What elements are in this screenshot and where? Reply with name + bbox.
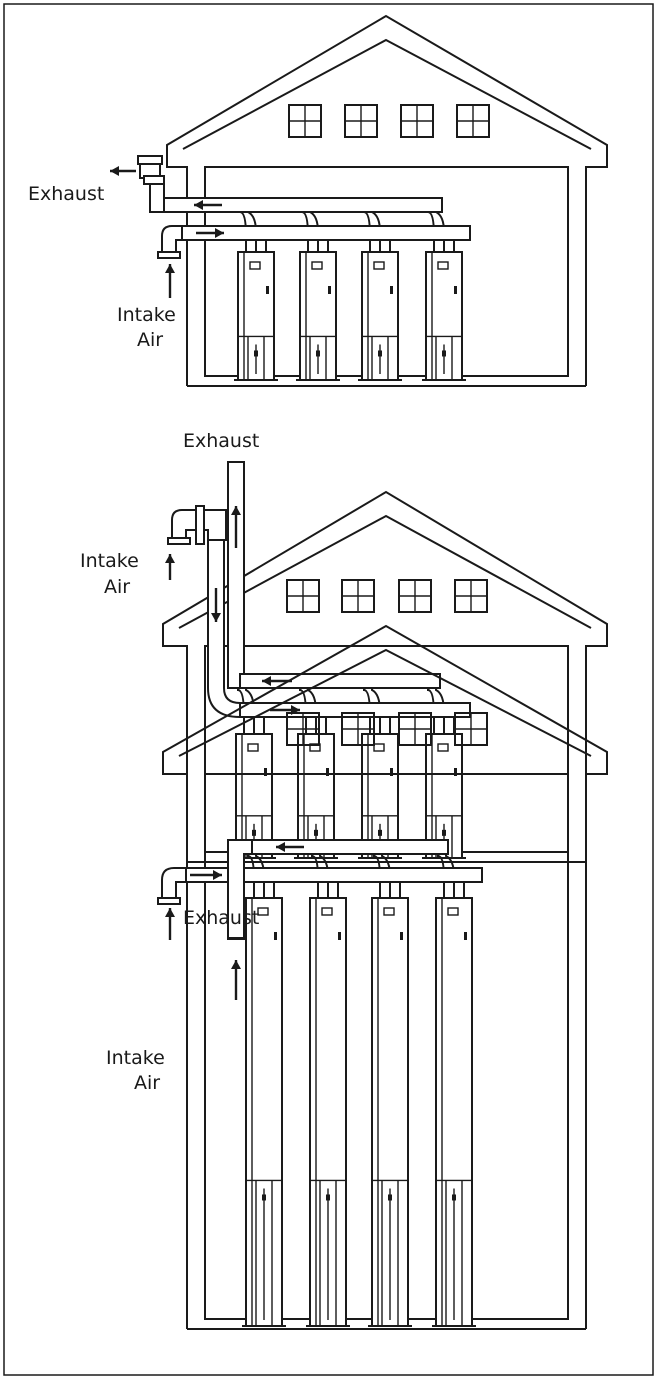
water-heater	[432, 897, 476, 1327]
flow-arrow-intake	[196, 228, 224, 238]
window	[456, 104, 490, 138]
intake-pipe	[167, 505, 241, 719]
panel-2	[162, 461, 608, 863]
exhaust-stack-pipe	[227, 839, 253, 939]
exhaust-arrow	[110, 166, 136, 176]
intake-termination	[157, 867, 187, 905]
exhaust-label-3: Exhaust	[183, 907, 260, 929]
intake-termination	[157, 225, 183, 259]
intake-label-1-line2: Air	[137, 329, 164, 351]
window	[286, 579, 320, 613]
window	[398, 579, 432, 613]
water-heater	[234, 251, 278, 381]
windows	[286, 712, 488, 746]
water-heater	[242, 897, 286, 1327]
exhaust-termination	[137, 155, 165, 213]
water-heater	[294, 733, 338, 859]
intake-label-2-line2: Air	[104, 576, 131, 598]
manifolds	[185, 839, 483, 883]
exhaust-arrow	[231, 960, 241, 1000]
window	[398, 712, 432, 746]
window	[454, 712, 488, 746]
flow-arrow-exhaust	[194, 200, 222, 210]
window	[454, 579, 488, 613]
panel-3	[157, 624, 608, 1330]
intake-arrow	[165, 264, 175, 298]
intake-label-3-line1: Intake	[106, 1047, 165, 1069]
water-heater	[296, 251, 340, 381]
intake-arrow	[165, 908, 175, 940]
window	[288, 104, 322, 138]
intake-arrow	[165, 554, 175, 580]
exhaust-label-2: Exhaust	[183, 430, 260, 452]
flow-arrow-intake	[190, 870, 222, 880]
water-heater	[422, 733, 466, 859]
intake-label-3-line2: Air	[134, 1072, 161, 1094]
exhaust-arrow	[231, 506, 241, 548]
flow-arrow-exhaust	[276, 842, 304, 852]
exhaust-stack	[227, 461, 245, 689]
water-heater	[358, 251, 402, 381]
intake-down-arrow	[211, 588, 221, 622]
window	[344, 104, 378, 138]
exhaust-label-1: Exhaust	[28, 183, 105, 205]
intake-label-2-line1: Intake	[80, 550, 139, 572]
manifolds	[161, 197, 471, 241]
water-heater	[306, 897, 350, 1327]
water-heater	[422, 251, 466, 381]
window	[341, 712, 375, 746]
window	[400, 104, 434, 138]
intake-label-1-line1: Intake	[117, 304, 176, 326]
windows	[288, 104, 490, 138]
panels-group	[110, 14, 608, 1330]
outer-frame	[3, 3, 654, 1376]
water-heater	[368, 897, 412, 1327]
windows	[286, 579, 488, 613]
window	[286, 712, 320, 746]
window	[341, 579, 375, 613]
panel-1	[110, 14, 608, 387]
water-heater	[358, 733, 402, 859]
